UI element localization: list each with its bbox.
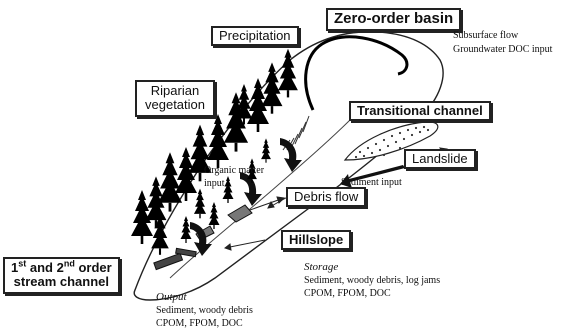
output-line1: Sediment, woody debris (156, 305, 253, 318)
groundwater-doc-note: Groundwater DOC input (453, 44, 552, 57)
stream-order-tail: order (75, 260, 112, 275)
storage-title: Storage (304, 261, 338, 274)
riparian-label-line1: Riparian (145, 84, 205, 98)
riparian-label-line2: vegetation (145, 98, 205, 112)
stream-channel-label: 1st and 2nd order stream channel (3, 257, 120, 294)
zero-order-basin-label: Zero-order basin (326, 8, 461, 31)
output-title: Output (156, 291, 187, 304)
storage-line2: CPOM, FPOM, DOC (304, 288, 391, 301)
output-line2: CPOM, FPOM, DOC (156, 318, 243, 331)
debris-flow-label: Debris flow (286, 187, 366, 207)
stream-order-and: and 2 (26, 260, 64, 275)
stream-order-line: 1st and 2nd order (11, 261, 112, 275)
storage-line1: Sediment, woody debris, log jams (304, 275, 440, 288)
stream-channel-line: stream channel (11, 275, 112, 289)
transitional-channel-label: Transitional channel (349, 101, 491, 121)
landslide-label: Landslide (404, 149, 476, 169)
hillslope-label: Hillslope (281, 230, 351, 250)
subsurface-flow-note: Subsurface flow (453, 30, 518, 43)
precipitation-label: Precipitation (211, 26, 299, 46)
zero-order-basin-rim (306, 37, 407, 110)
stream-order-2-sup: nd (64, 259, 75, 269)
riparian-vegetation-label: Riparian vegetation (135, 80, 215, 117)
organic-matter-note-line2: input (204, 178, 225, 191)
organic-matter-note-line1: Organic matter (204, 165, 264, 178)
